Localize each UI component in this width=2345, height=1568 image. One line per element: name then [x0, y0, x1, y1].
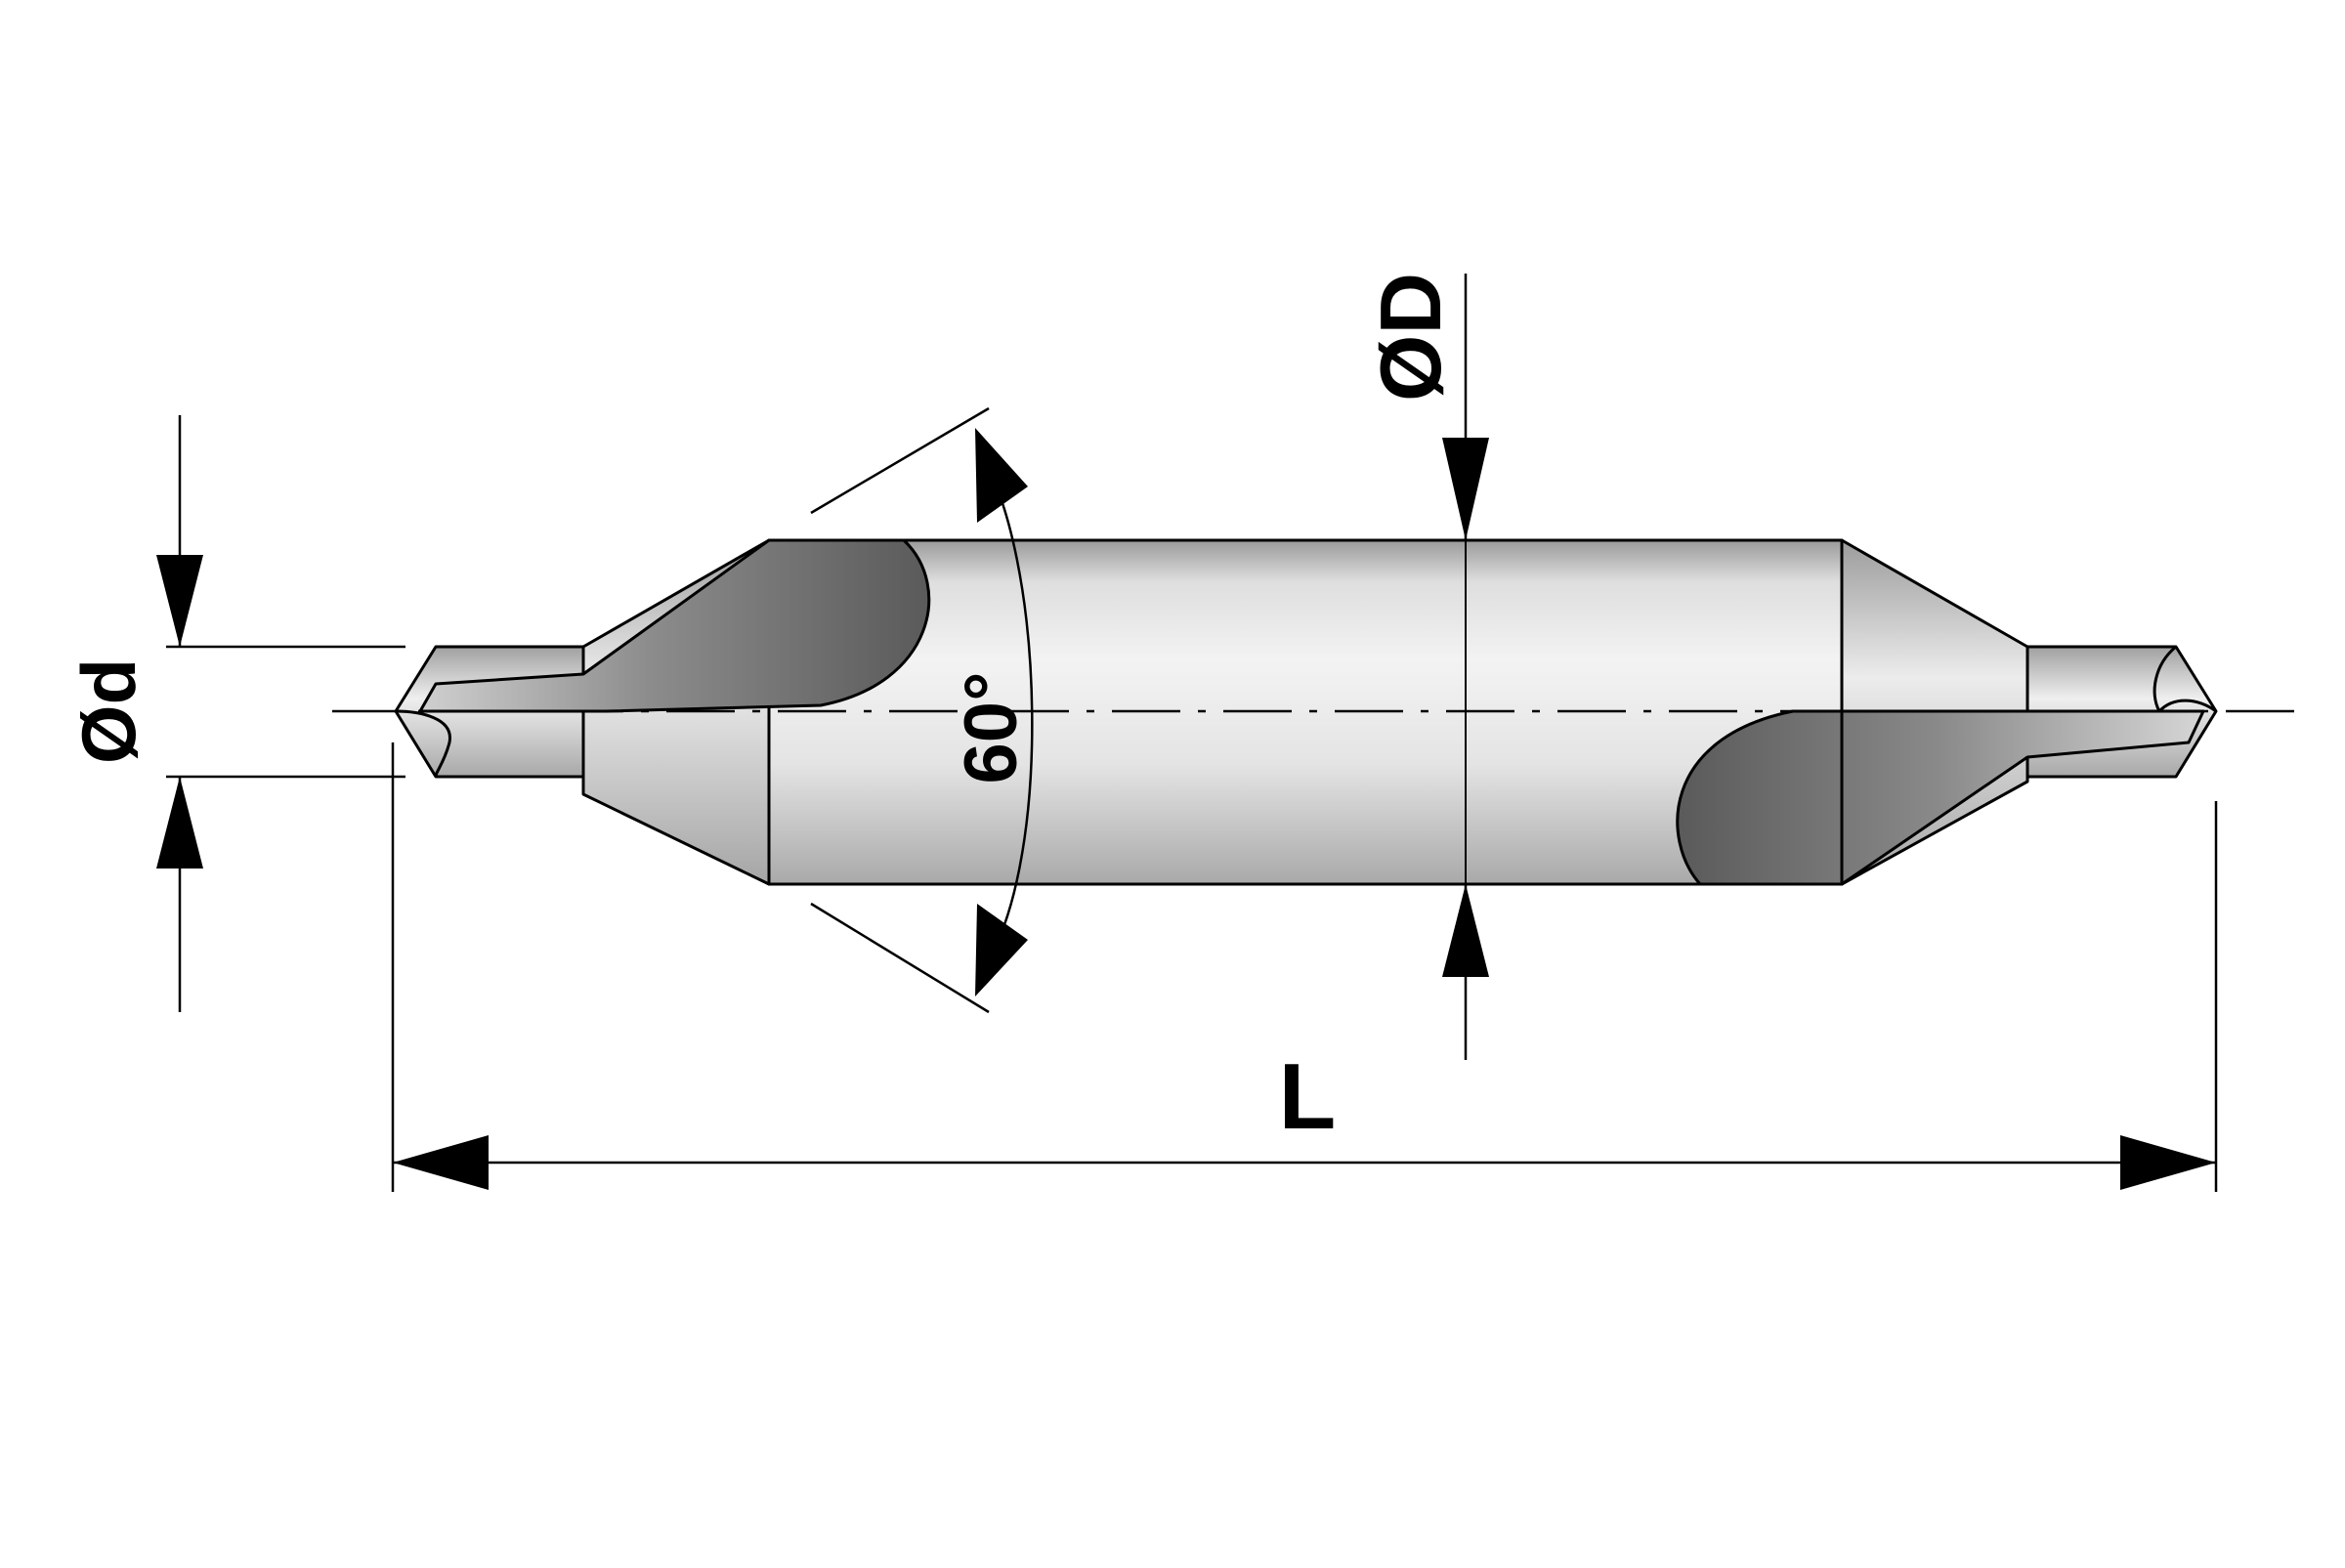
small-diameter-label: Ød [65, 658, 151, 764]
right-tip-face [2153, 645, 2217, 713]
small-diameter-dimension [156, 415, 405, 1012]
angle-label: 60° [950, 672, 1033, 784]
left-flute [418, 538, 931, 713]
right-flute [1676, 709, 2205, 886]
length-label: L [1279, 1044, 1337, 1149]
angle-arrowheads [975, 428, 1028, 996]
large-diameter-dimension [1442, 274, 1489, 1060]
large-diameter-label: ØD [1362, 273, 1459, 402]
length-dimension [391, 742, 2218, 1192]
left-tip-face [395, 709, 451, 778]
